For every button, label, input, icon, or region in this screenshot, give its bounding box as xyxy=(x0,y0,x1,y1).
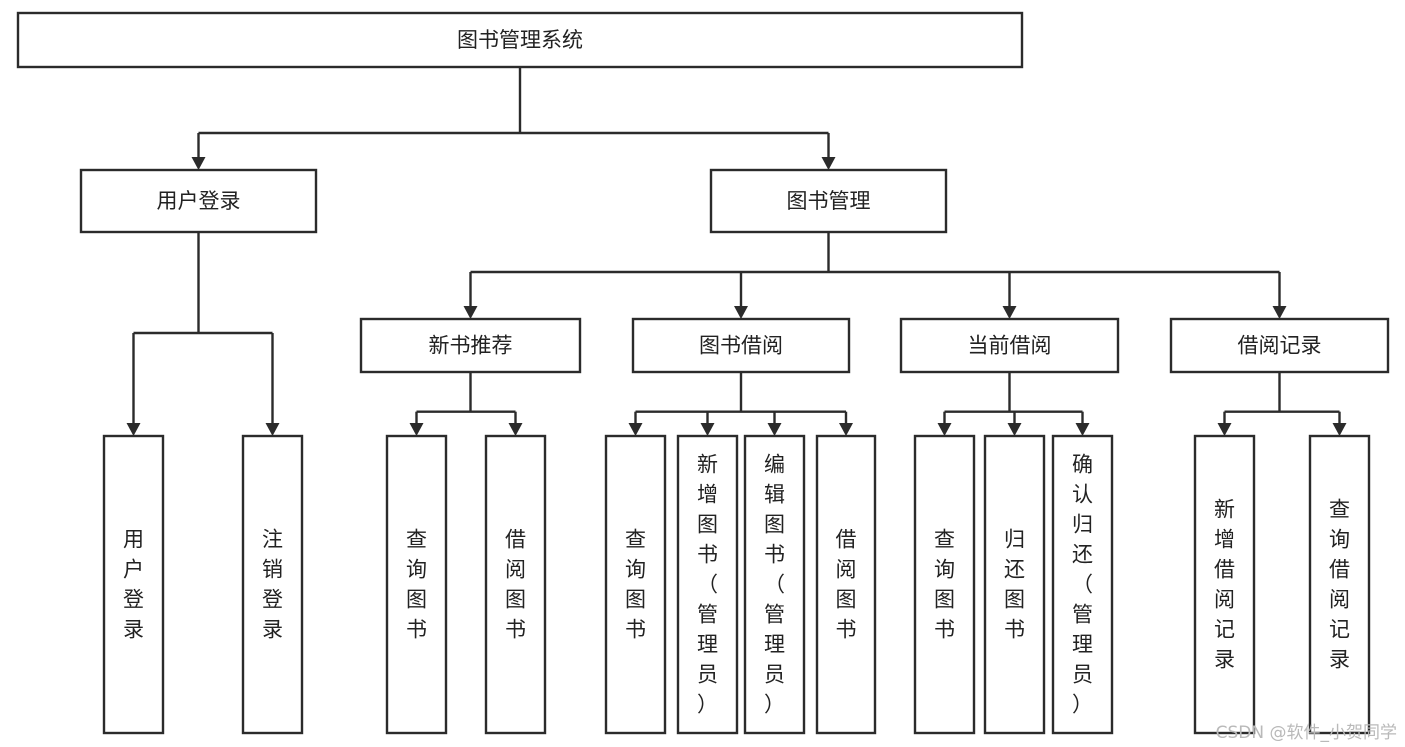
node-label-leaf-query-book-borrow: 查询图书 xyxy=(625,528,646,642)
arrow-head-icon xyxy=(1075,423,1090,436)
node-leaf-query-book-borrow[interactable]: 查询图书 xyxy=(604,434,667,735)
node-box-borrow-record xyxy=(1169,317,1390,374)
node-leaf-borrow-book[interactable]: 借阅图书 xyxy=(815,434,877,735)
node-label-leaf-logout: 注销登录 xyxy=(262,528,283,642)
node-box-current-borrow xyxy=(899,317,1120,374)
node-box-leaf-query-book-rec xyxy=(385,434,448,735)
edge-group-borrow-record xyxy=(1217,372,1347,436)
node-label-book-manage: 图书管理 xyxy=(787,189,871,213)
node-leaf-edit-book[interactable]: 编辑图书（管理员） xyxy=(743,434,806,735)
edge-group-user-login xyxy=(126,232,280,436)
edge-group-root xyxy=(191,67,836,170)
node-new-book-recommend[interactable]: 新书推荐 xyxy=(359,317,582,374)
edge-group-book-manage xyxy=(463,232,1287,319)
node-label-leaf-borrow-book: 借阅图书 xyxy=(836,528,857,642)
node-label-current-borrow: 当前借阅 xyxy=(968,334,1052,358)
node-box-leaf-query-book-current xyxy=(913,434,976,735)
node-leaf-add-record[interactable]: 新增借阅记录 xyxy=(1193,434,1256,735)
node-leaf-logout[interactable]: 注销登录 xyxy=(241,434,304,735)
node-label-leaf-edit-book: 编辑图书（管理员） xyxy=(764,453,785,717)
arrow-head-icon xyxy=(767,423,782,436)
node-box-leaf-return-book xyxy=(983,434,1046,735)
arrow-head-icon xyxy=(1007,423,1022,436)
node-box-leaf-query-book-borrow xyxy=(604,434,667,735)
watermark-text: CSDN @软件_小贺同学 xyxy=(1215,723,1397,743)
node-leaf-return-book[interactable]: 归还图书 xyxy=(983,434,1046,735)
node-box-leaf-borrow-book xyxy=(815,434,877,735)
arrow-head-icon xyxy=(734,306,748,319)
node-book-manage[interactable]: 图书管理 xyxy=(709,168,948,234)
node-label-leaf-return-book: 归还图书 xyxy=(1004,528,1025,642)
node-label-leaf-query-book-current: 查询图书 xyxy=(934,528,955,642)
edge-group-book-borrow xyxy=(628,372,853,436)
node-box-leaf-query-record xyxy=(1308,434,1371,735)
arrow-head-icon xyxy=(409,423,424,436)
node-label-borrow-record: 借阅记录 xyxy=(1238,334,1322,358)
arrow-head-icon xyxy=(265,423,280,436)
node-label-book-borrow: 图书借阅 xyxy=(699,334,783,358)
arrow-head-icon xyxy=(191,157,206,170)
edge-group-new-book-recommend xyxy=(409,372,523,436)
node-label-leaf-confirm-return: 确认归还（管理员） xyxy=(1072,453,1093,717)
node-leaf-add-book[interactable]: 新增图书（管理员） xyxy=(676,434,739,735)
arrow-head-icon xyxy=(126,423,141,436)
node-current-borrow[interactable]: 当前借阅 xyxy=(899,317,1120,374)
edge-group-current-borrow xyxy=(937,372,1090,436)
arrow-head-icon xyxy=(821,157,836,170)
node-label-root: 图书管理系统 xyxy=(457,28,583,52)
arrow-head-icon xyxy=(937,423,952,436)
node-label-leaf-query-record: 查询借阅记录 xyxy=(1329,498,1350,672)
node-box-leaf-confirm-return xyxy=(1051,434,1114,735)
node-leaf-query-book-rec[interactable]: 查询图书 xyxy=(385,434,448,735)
node-user-login[interactable]: 用户登录 xyxy=(79,168,318,234)
node-box-book-manage xyxy=(709,168,948,234)
arrow-head-icon xyxy=(1002,306,1017,319)
node-box-leaf-user-login xyxy=(102,434,165,735)
node-leaf-borrow-book-rec[interactable]: 借阅图书 xyxy=(484,434,547,735)
arrow-head-icon xyxy=(1332,423,1347,436)
node-label-leaf-query-book-rec: 查询图书 xyxy=(406,528,427,642)
node-label-leaf-borrow-book-rec: 借阅图书 xyxy=(505,528,526,642)
nodes-layer: 图书管理系统用户登录图书管理新书推荐图书借阅当前借阅借阅记录用户登录注销登录查询… xyxy=(16,11,1390,735)
arrow-head-icon xyxy=(839,423,853,436)
node-box-book-borrow xyxy=(631,317,851,374)
arrow-head-icon xyxy=(463,306,478,319)
node-box-user-login xyxy=(79,168,318,234)
node-box-root xyxy=(16,11,1024,69)
node-box-leaf-add-record xyxy=(1193,434,1256,735)
node-label-leaf-add-book: 新增图书（管理员） xyxy=(697,453,718,717)
node-borrow-record[interactable]: 借阅记录 xyxy=(1169,317,1390,374)
node-label-leaf-add-record: 新增借阅记录 xyxy=(1214,498,1235,672)
arrow-head-icon xyxy=(508,423,523,436)
arrow-head-icon xyxy=(1217,423,1232,436)
node-leaf-query-record[interactable]: 查询借阅记录 xyxy=(1308,434,1371,735)
edges-layer xyxy=(126,67,1347,436)
arrow-head-icon xyxy=(700,423,715,436)
node-box-leaf-edit-book xyxy=(743,434,806,735)
node-leaf-confirm-return[interactable]: 确认归还（管理员） xyxy=(1051,434,1114,735)
node-leaf-query-book-current[interactable]: 查询图书 xyxy=(913,434,976,735)
node-root[interactable]: 图书管理系统 xyxy=(16,11,1024,69)
arrow-head-icon xyxy=(1272,306,1287,319)
arrow-head-icon xyxy=(628,423,643,436)
node-box-leaf-borrow-book-rec xyxy=(484,434,547,735)
node-label-user-login: 用户登录 xyxy=(157,189,241,213)
node-label-new-book-recommend: 新书推荐 xyxy=(429,334,513,358)
node-box-leaf-add-book xyxy=(676,434,739,735)
node-book-borrow[interactable]: 图书借阅 xyxy=(631,317,851,374)
node-leaf-user-login[interactable]: 用户登录 xyxy=(102,434,165,735)
node-label-leaf-user-login: 用户登录 xyxy=(123,528,144,642)
node-box-leaf-logout xyxy=(241,434,304,735)
node-box-new-book-recommend xyxy=(359,317,582,374)
